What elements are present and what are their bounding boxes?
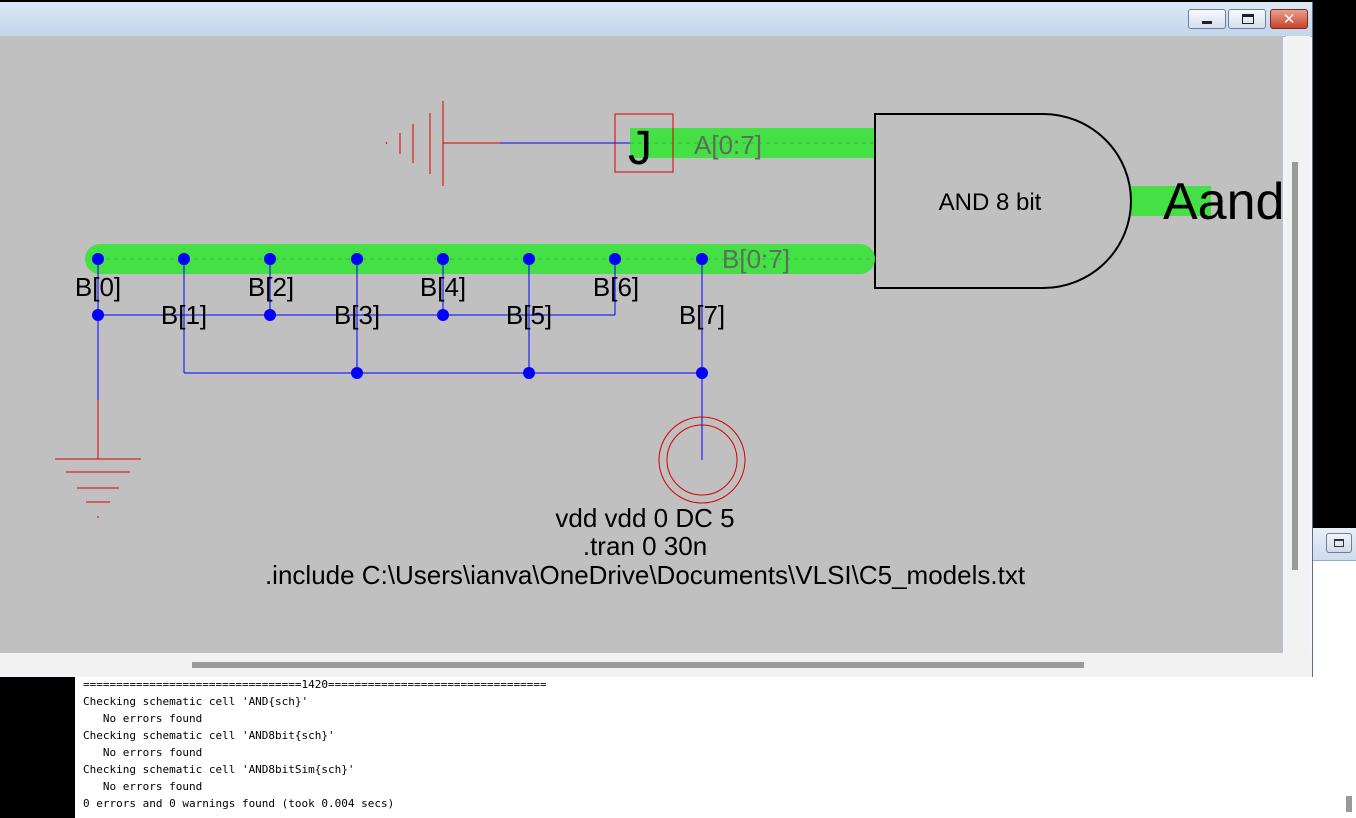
minimize-button[interactable]: [1188, 9, 1226, 29]
console-line: Checking schematic cell 'AND8bitSim{sch}…: [83, 763, 355, 776]
console-line: =================================1420===…: [83, 678, 547, 691]
bit-label-b7: B[7]: [679, 300, 725, 330]
bit-label-b3: B[3]: [334, 300, 380, 330]
spice-line-include: .include C:\Users\ianva\OneDrive\Documen…: [265, 560, 1026, 590]
bit-label-b4: B[4]: [420, 272, 466, 302]
bit-label-b1: B[1]: [161, 300, 207, 330]
spice-line-vdd: vdd vdd 0 DC 5: [555, 503, 734, 533]
output-bus-wire[interactable]: [1131, 186, 1211, 216]
and-gate-label: AND 8 bit: [939, 189, 1042, 216]
messages-console[interactable]: =================================1420===…: [75, 676, 1345, 818]
console-line: 0 errors and 0 warnings found (took 0.00…: [83, 797, 395, 810]
vertical-scrollbar[interactable]: [1286, 36, 1310, 653]
console-scrollbar-thumb[interactable]: [1346, 796, 1352, 812]
background-window-maximize-button[interactable]: [1326, 533, 1352, 553]
schematic-canvas[interactable]: A[0:7] J AND 8 bit Aand B[0:7]: [0, 36, 1283, 653]
bit-label-b6: B[6]: [593, 272, 639, 302]
console-scrollbar[interactable]: [1344, 676, 1356, 818]
console-line: Checking schematic cell 'AND{sch}': [83, 695, 309, 708]
and-gate-symbol[interactable]: [874, 113, 1132, 289]
bit-label-b5: B[5]: [506, 300, 552, 330]
console-line: No errors found: [83, 780, 203, 793]
bus-a-label: A[0:7]: [694, 130, 762, 160]
maximize-button[interactable]: [1228, 9, 1266, 29]
export-pin-label: J: [628, 122, 652, 175]
close-button[interactable]: [1270, 9, 1308, 29]
ground-symbol[interactable]: [55, 400, 141, 518]
console-line: Checking schematic cell 'AND8bit{sch}': [83, 729, 335, 742]
wire-nodes: [92, 253, 708, 379]
console-line: No errors found: [83, 712, 203, 725]
bus-b-wire[interactable]: [85, 244, 875, 274]
window-titlebar[interactable]: [0, 2, 1312, 37]
bit-wiring[interactable]: [97, 259, 703, 460]
power-source-symbol[interactable]: [385, 101, 500, 186]
bit-label-b2: B[2]: [248, 272, 294, 302]
export-pin-box[interactable]: [614, 113, 674, 173]
spice-line-tran: .tran 0 30n: [583, 531, 707, 561]
schematic-window: A[0:7] J AND 8 bit Aand B[0:7]: [0, 2, 1313, 677]
bit-label-b0: B[0]: [75, 272, 121, 302]
vertical-scrollbar-thumb[interactable]: [1292, 162, 1298, 570]
console-line: No errors found: [83, 746, 203, 759]
vdd-source-symbol[interactable]: [658, 416, 746, 504]
horizontal-scrollbar-thumb[interactable]: [192, 662, 1084, 668]
bus-b-label: B[0:7]: [722, 244, 790, 274]
output-label: Aand: [1163, 173, 1283, 231]
